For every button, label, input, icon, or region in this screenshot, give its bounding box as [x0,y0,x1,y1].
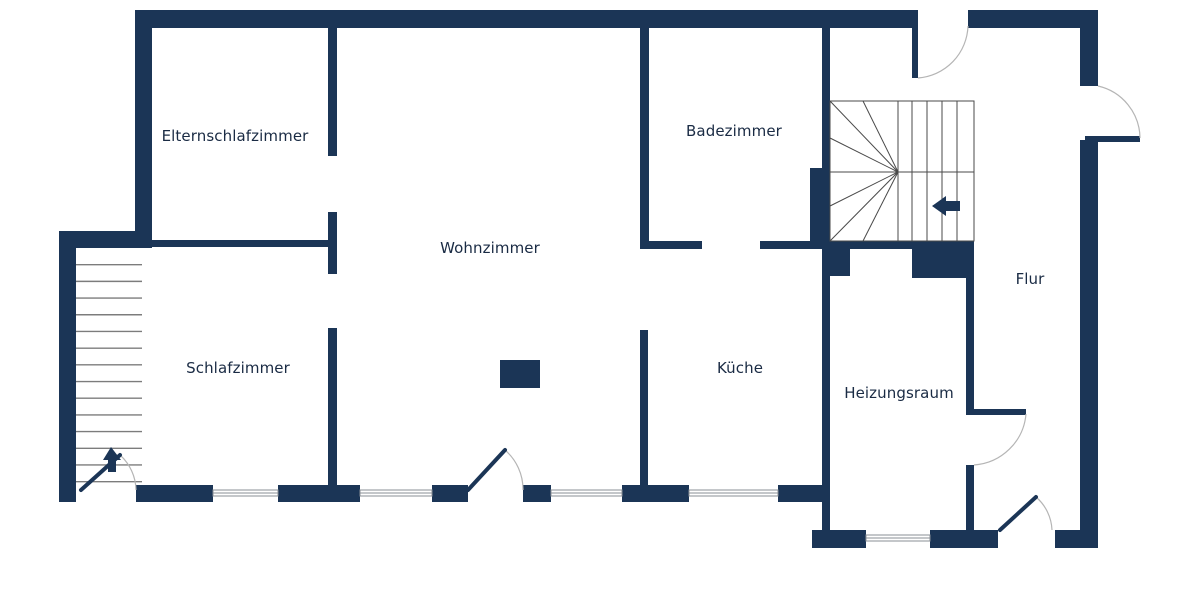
stair-winder [862,171,899,242]
stair-arrow-up-outer-icon [103,447,121,472]
room-label-badezimmer: Badezimmer [686,122,782,140]
door-swing-arc [973,413,1027,466]
wall [912,10,918,78]
door-leaf [998,495,1038,532]
wall [1055,530,1098,548]
wall [966,465,974,548]
wall [640,28,649,248]
wall [500,360,540,388]
wall [135,10,912,28]
stair-winder [829,100,899,173]
stair-arrows [103,196,960,472]
door-swings [119,25,1141,531]
wall [968,10,1098,28]
wall [966,409,1026,415]
stair-winder [829,171,899,207]
stair-arrow-up-left-icon [932,196,960,216]
stair-winder [829,137,899,173]
wall [278,485,360,502]
door-swing-arc [1035,496,1053,531]
walls [59,10,1140,548]
wall [822,28,830,248]
windows [212,489,931,542]
wall [135,10,152,232]
door-swing-arc [1097,85,1141,139]
door-swing-arc [119,454,137,491]
staircase-inner [829,100,975,242]
wall [148,240,333,247]
door-swing-arc [917,25,969,79]
stairs [76,100,975,485]
wall [432,485,468,502]
wall [523,485,551,502]
wall [328,328,337,486]
outer-staircase [76,248,142,485]
room-label-schlafzimmer: Schlafzimmer [186,359,290,377]
wall [1080,140,1098,548]
wall [622,485,689,502]
room-label-flur: Flur [1015,270,1045,288]
wall [136,485,213,502]
wall [640,241,702,249]
wall [1085,136,1140,142]
room-label-heizungsraum: Heizungsraum [844,384,954,402]
room-label-kueche: Küche [716,359,764,377]
wall [59,231,152,248]
wall [59,231,76,502]
stair-winder [862,100,899,173]
wall [328,28,337,156]
wall [812,530,866,548]
wall [912,248,974,278]
door-swing-arc [504,449,524,491]
door-leaf [466,448,507,492]
wall [760,241,835,249]
wall [778,485,823,502]
wall [640,330,648,500]
wall [822,241,974,249]
wall [1080,10,1098,86]
wall [822,248,830,548]
wall [810,168,830,248]
wall [966,278,974,411]
room-label-elternschlafzimmer: Elternschlafzimmer [161,127,309,145]
stair-winder [829,171,899,242]
room-label-wohnzimmer: Wohnzimmer [440,239,540,257]
wall [930,530,998,548]
